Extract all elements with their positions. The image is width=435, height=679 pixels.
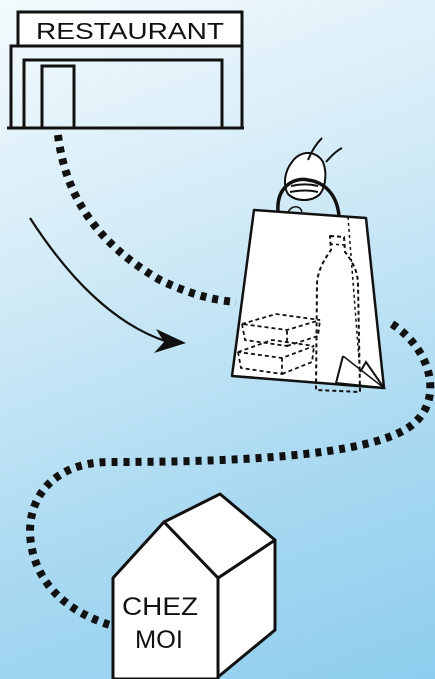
restaurant-facade bbox=[11, 46, 242, 128]
restaurant-door bbox=[42, 66, 74, 128]
hand-icon bbox=[285, 138, 342, 200]
dotted-path-restaurant-to-bag bbox=[58, 135, 236, 302]
restaurant-window bbox=[24, 60, 222, 128]
takeaway-bag bbox=[232, 138, 384, 392]
bag-body bbox=[232, 210, 384, 388]
arrow-icon bbox=[30, 218, 186, 353]
home-label-line2: MOI bbox=[135, 626, 183, 654]
restaurant-sign-label: RESTAURANT bbox=[36, 18, 224, 44]
home-label-line1: CHEZ bbox=[122, 593, 198, 621]
